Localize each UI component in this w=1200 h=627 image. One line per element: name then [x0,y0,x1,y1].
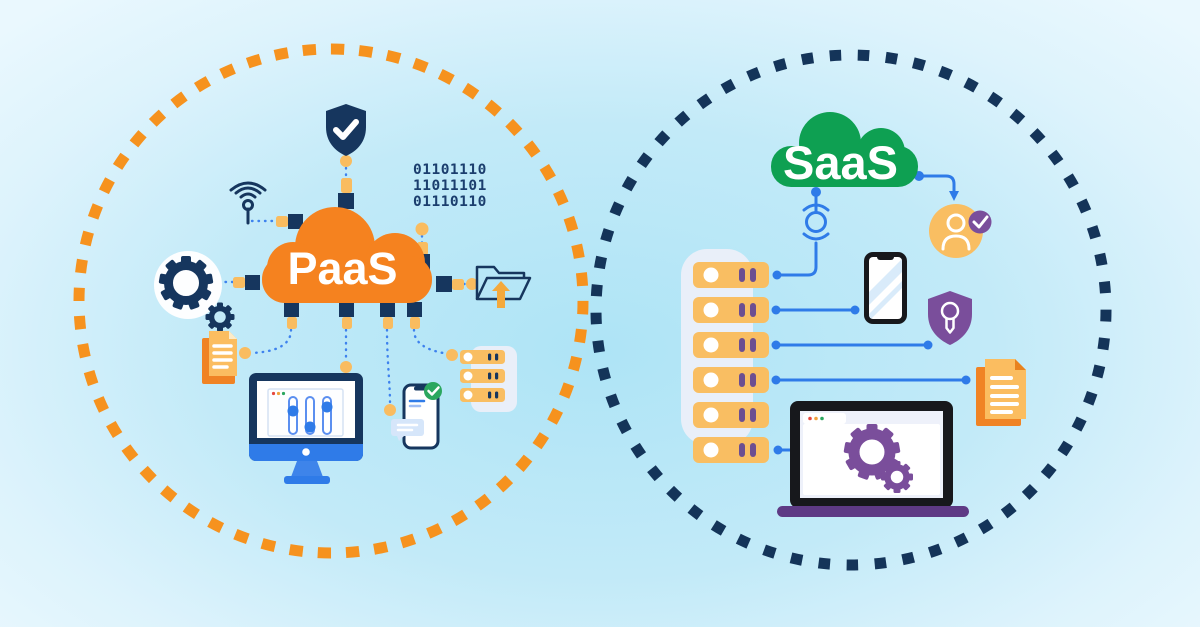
verified-user-icon [929,204,992,258]
smartphone-chat-icon [391,382,442,450]
shield-check-icon [326,104,366,156]
binary-line: 01101110 [413,162,487,178]
binary-code-text: 01101110 11011101 01110110 [413,162,523,210]
wifi-antenna-icon [229,181,267,225]
saas-cloud [771,112,918,187]
laptop-gears-icon [777,401,969,517]
gears-icon [154,251,235,332]
paas-server-stack-icon [460,346,517,412]
folder-upload-icon [475,265,532,308]
saas-connectors [774,174,964,452]
saas-connector-dots [771,171,971,455]
shield-key-icon [928,291,972,345]
saas-server-rack-icon [681,249,769,463]
saas-connector-node-icon [802,203,830,241]
binary-line: 11011101 [413,177,487,194]
binary-line: 01110110 [413,193,487,210]
paas-connectors [217,166,470,404]
saas-cloud-label: SaaS [783,136,898,189]
monitor-sliders-icon [249,373,363,484]
saas-smartphone-icon [864,252,907,324]
paas-cloud [262,207,432,303]
paas-cloud-label: PaaS [287,243,398,294]
paas-dashed-ring [73,43,589,559]
paas-documents-icon [202,331,237,384]
saas-dashed-ring [590,49,1112,571]
saas-documents-icon [976,359,1026,426]
